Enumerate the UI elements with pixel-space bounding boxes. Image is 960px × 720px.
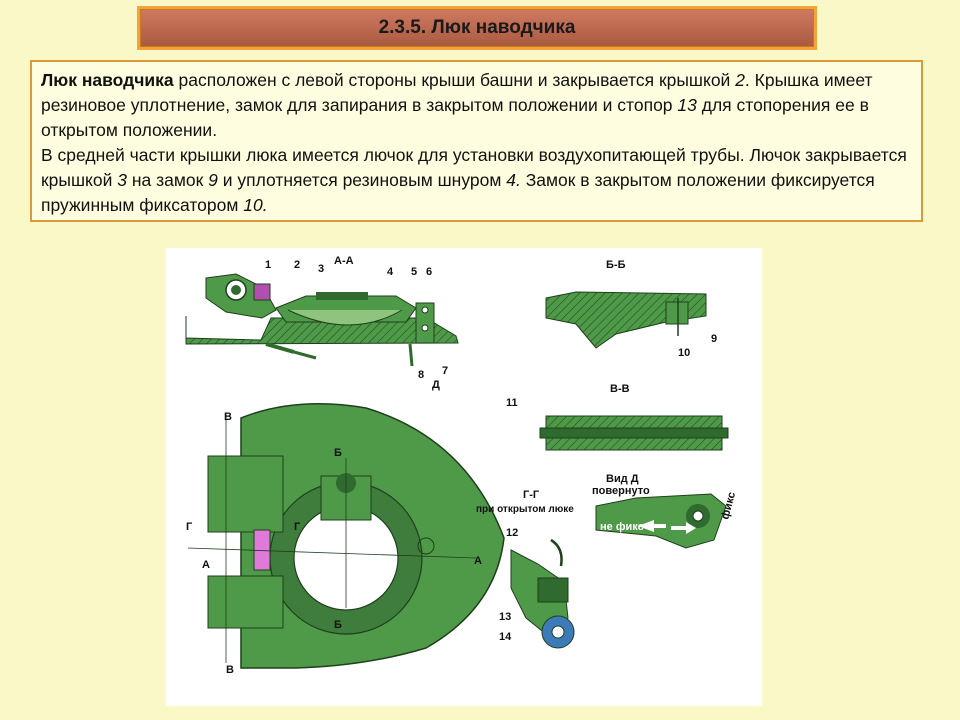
section-gg-label: Г-Г bbox=[523, 489, 540, 501]
callout-11: 11 bbox=[506, 397, 518, 409]
lead-term: Люк наводчика bbox=[41, 70, 174, 90]
section-gg bbox=[510, 538, 575, 649]
plan-view bbox=[187, 403, 505, 669]
drawing-canvas: 1 2 3 А-А 4 5 6 7 8 Д Б-Б 10 9 В-В 11 bbox=[185, 255, 738, 676]
cut-mark-g-left: Г bbox=[186, 521, 193, 533]
section-aa bbox=[185, 273, 459, 367]
callout-2: 2 bbox=[294, 259, 300, 271]
section-bb bbox=[545, 291, 707, 349]
section-vv-label: В-В bbox=[610, 383, 630, 395]
callout-3: 3 bbox=[318, 263, 324, 275]
callout-d: Д bbox=[432, 379, 440, 391]
callout-8: 8 bbox=[418, 369, 424, 381]
view-d bbox=[595, 493, 727, 549]
callout-5: 5 bbox=[411, 266, 417, 278]
hatch-technical-drawing: 1 2 3 А-А 4 5 6 7 8 Д Б-Б 10 9 В-В 11 bbox=[166, 248, 762, 706]
cut-mark-v-top: В bbox=[224, 411, 232, 423]
cut-mark-g-right: Г bbox=[294, 521, 301, 533]
view-d-rotated: повернуто bbox=[592, 485, 650, 497]
cut-mark-a-right: А bbox=[474, 555, 482, 567]
callout-14: 14 bbox=[499, 631, 512, 643]
callout-7: 7 bbox=[442, 365, 448, 377]
cut-mark-v-bottom: В bbox=[226, 664, 234, 676]
callout-9: 9 bbox=[711, 333, 717, 345]
description-box: Люк наводчика расположен с левой стороны… bbox=[30, 60, 923, 222]
slide-title: 2.3.5. Люк наводчика bbox=[378, 17, 576, 38]
callout-12: 12 bbox=[506, 527, 518, 539]
callout-4: 4 bbox=[387, 266, 394, 278]
callout-1: 1 bbox=[265, 259, 271, 271]
not-fixed-label: не фикс bbox=[600, 521, 644, 533]
fixed-label: фикс bbox=[719, 491, 738, 521]
callout-10: 10 bbox=[678, 347, 690, 359]
cut-mark-b-top: Б bbox=[334, 447, 342, 459]
description-paragraph-2: В средней части крышки люка имеется лючо… bbox=[41, 145, 907, 215]
callout-6: 6 bbox=[426, 266, 432, 278]
cut-mark-b-bottom: Б bbox=[334, 619, 342, 631]
section-aa-label: А-А bbox=[334, 255, 354, 267]
section-bb-label: Б-Б bbox=[606, 259, 626, 271]
cut-mark-a-left: А bbox=[202, 559, 210, 571]
description-paragraph-1: Люк наводчика расположен с левой стороны… bbox=[41, 70, 873, 140]
gg-note: при открытом люке bbox=[476, 504, 574, 515]
callout-13: 13 bbox=[499, 611, 511, 623]
section-vv bbox=[539, 415, 729, 451]
view-d-label: Вид Д bbox=[606, 473, 639, 485]
slide-title-bar: 2.3.5. Люк наводчика bbox=[137, 6, 817, 50]
